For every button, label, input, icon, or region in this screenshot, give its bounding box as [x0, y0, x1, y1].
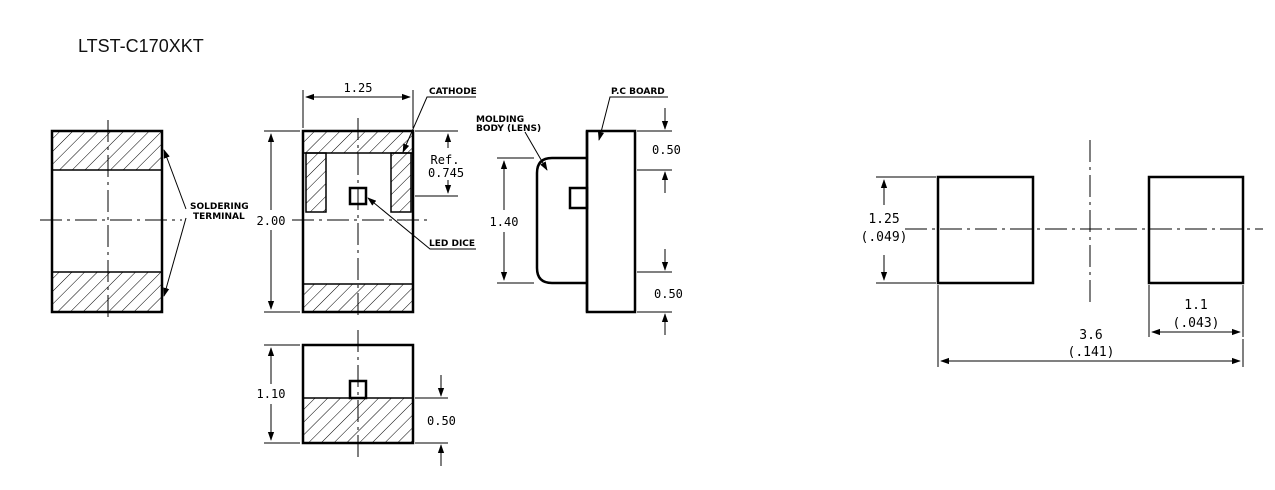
pc-board-leader — [597, 96, 668, 141]
molding-label: BODY (LENS) — [476, 124, 541, 134]
pc-board-label: P.C BOARD — [611, 87, 665, 97]
pad-width-dim: 1.1 — [1184, 298, 1207, 313]
top-view-lead-left — [305, 152, 327, 213]
leader-line — [163, 149, 187, 210]
cathode-label: CATHODE — [429, 87, 477, 97]
molding-lens — [535, 156, 587, 285]
front-height-dim: 1.10 — [257, 387, 286, 401]
led-dice-leader — [367, 197, 476, 250]
side-bottom-dim: 0.50 — [654, 287, 683, 301]
side-view-dice — [568, 186, 589, 210]
molding-label: MOLDING — [476, 115, 524, 125]
pad-height-inch-dim: (.049) — [861, 230, 908, 245]
top-view: 1.25 2.00 CATHODE Ref. 0.745 LED DICE — [255, 81, 477, 320]
top-height-dim: 2.00 — [257, 214, 286, 228]
soldering-terminal-label: TERMINAL — [193, 212, 245, 222]
solder-pad-right — [1147, 175, 1245, 285]
soldering-terminal-bottom — [51, 271, 163, 313]
bottom-view: SOLDERING TERMINAL — [40, 120, 249, 322]
pad-height-dim: 1.25 — [868, 212, 899, 227]
front-view: 1.10 0.50 — [257, 330, 456, 466]
leader-line — [163, 217, 187, 297]
side-top-dim: 0.50 — [652, 143, 681, 157]
cathode-leader — [402, 96, 476, 153]
top-view-lead-right — [390, 152, 412, 213]
soldering-terminal-top — [51, 130, 163, 171]
molding-leader — [524, 131, 548, 171]
front-base-dim: 0.50 — [427, 414, 456, 428]
top-width-dim: 1.25 — [344, 81, 373, 95]
soldering-terminal-label: SOLDERING — [190, 202, 249, 212]
pc-board-body — [585, 129, 637, 314]
solder-pad-left — [936, 175, 1035, 285]
ref-value-dim: 0.745 — [428, 166, 464, 180]
pad-span-inch-dim: (.141) — [1068, 345, 1115, 360]
side-view: MOLDING BODY (LENS) P.C BOARD 1.40 0.50 … — [476, 87, 683, 335]
side-height-dim: 1.40 — [490, 215, 519, 229]
ref-label: Ref. — [431, 153, 460, 167]
pad-layout: 1.25 (.049) 1.1 (.043) 3.6 (.141) — [861, 140, 1263, 367]
led-dice-label: LED DICE — [429, 239, 475, 249]
pad-span-dim: 3.6 — [1079, 328, 1102, 343]
part-number-title: LTST-C170XKT — [78, 36, 204, 56]
pad-width-inch-dim: (.043) — [1173, 316, 1220, 331]
